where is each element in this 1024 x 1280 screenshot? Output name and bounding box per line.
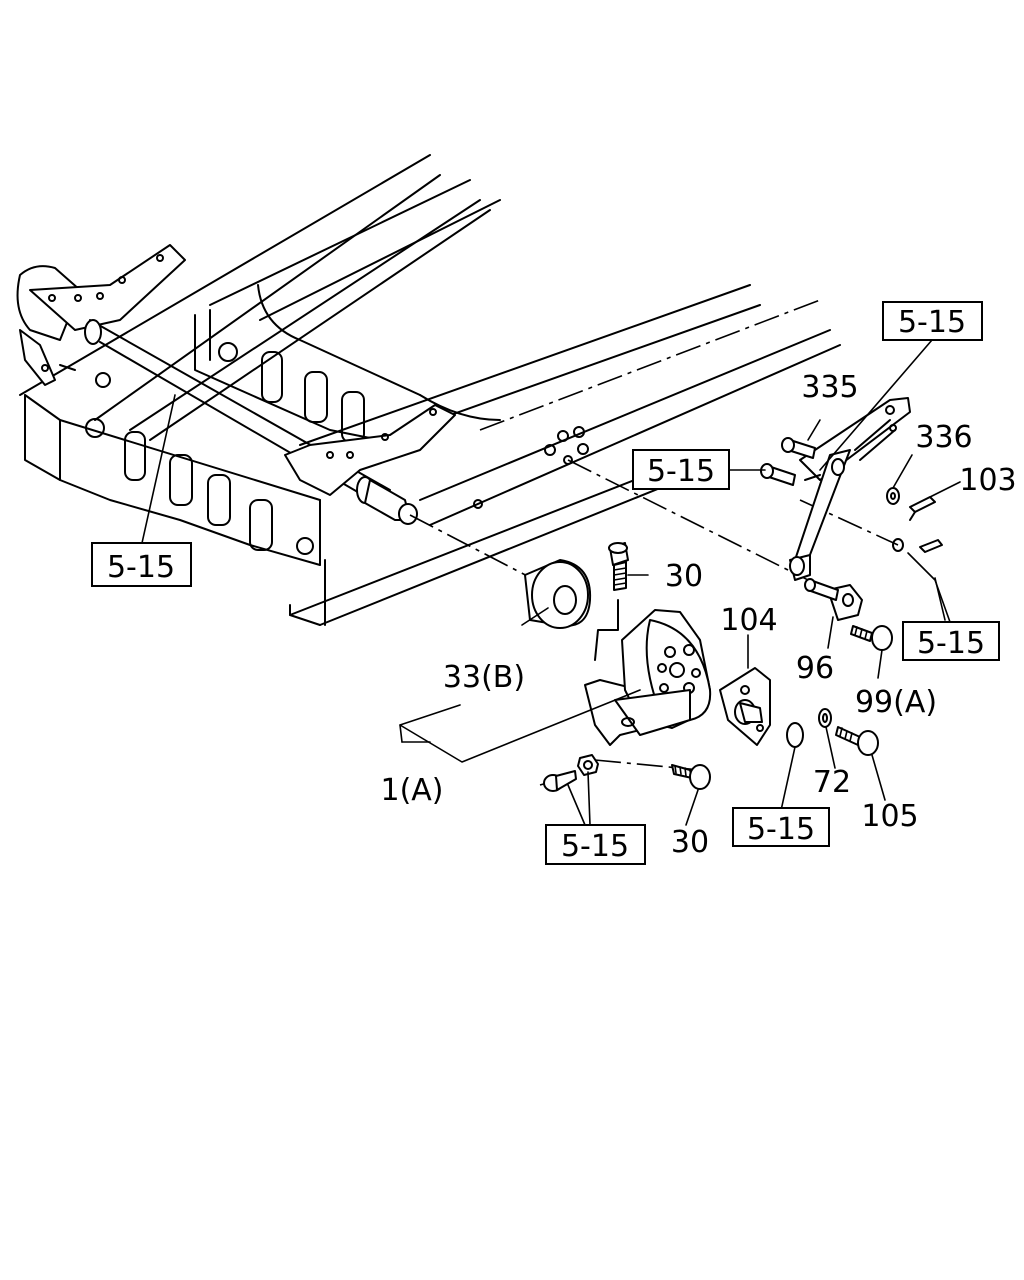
cotter-pin-103 xyxy=(909,496,936,521)
ref-box-bottom-left: 5-15 xyxy=(545,824,646,865)
rubber-bushing xyxy=(524,559,592,629)
ref-box-top-right: 5-15 xyxy=(882,301,983,341)
label-part-104: 104 xyxy=(720,603,777,638)
ref-box-right: 5-15 xyxy=(902,621,1000,661)
svg-text:5-15: 5-15 xyxy=(561,829,629,864)
snap-ring xyxy=(786,722,804,748)
ref-box-left: 5-15 xyxy=(91,542,192,587)
label-part-33b: 33(B) xyxy=(443,660,525,695)
label-part-1a: 1(A) xyxy=(380,773,443,808)
mount-bracket xyxy=(584,599,712,746)
plate-104 xyxy=(719,667,771,746)
svg-text:5-15: 5-15 xyxy=(647,454,715,489)
chassis-frame xyxy=(16,154,841,626)
bolt-30-bottom xyxy=(671,764,711,790)
label-part-96: 96 xyxy=(796,651,834,686)
label-part-105: 105 xyxy=(861,799,918,834)
ref-box-bottom-mid: 5-15 xyxy=(732,807,830,847)
label-part-336: 336 xyxy=(915,420,972,455)
svg-text:5-15: 5-15 xyxy=(917,626,985,661)
svg-text:5-15: 5-15 xyxy=(107,550,175,585)
leader-lines xyxy=(141,339,961,826)
label-part-99a: 99(A) xyxy=(855,685,937,720)
label-part-72: 72 xyxy=(813,765,851,800)
label-part-30-top: 30 xyxy=(665,559,703,594)
washer-336 xyxy=(886,487,900,505)
label-part-30-bottom: 30 xyxy=(671,825,709,860)
bolt-99a xyxy=(850,625,893,651)
link-arm xyxy=(789,397,911,581)
clevis-96 xyxy=(804,578,863,621)
washer-and-pin-5-15 xyxy=(892,538,943,553)
label-part-335: 335 xyxy=(801,370,858,405)
bolt-30-top xyxy=(608,542,629,591)
label-part-103: 103 xyxy=(959,463,1016,498)
bolt-and-nut xyxy=(543,754,599,792)
washer-72 xyxy=(818,708,832,728)
svg-text:5-15: 5-15 xyxy=(898,305,966,340)
pin-335 xyxy=(781,437,816,459)
svg-text:5-15: 5-15 xyxy=(747,812,815,847)
bolt-105 xyxy=(835,726,879,756)
pin-5-15 xyxy=(760,463,796,486)
ref-box-mid-right: 5-15 xyxy=(632,449,730,490)
